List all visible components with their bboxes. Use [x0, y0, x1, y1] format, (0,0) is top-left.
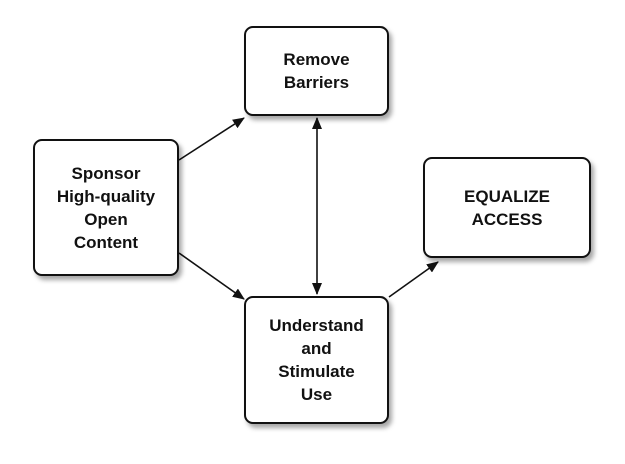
label-line: Open: [84, 209, 128, 229]
label-line: Sponsor: [71, 163, 141, 183]
label-line: ACCESS: [471, 209, 543, 229]
node-sponsor-content: Sponsor High-quality Open Content: [33, 139, 179, 276]
label-line: Barriers: [283, 73, 350, 92]
label-line: Understand: [269, 316, 364, 335]
node-understand-use-label: Understand and Stimulate Use: [269, 314, 363, 406]
node-remove-barriers: Remove Barriers: [244, 26, 389, 116]
arrow-understand-use-to-equalize-access: [388, 261, 439, 298]
label-line: and: [301, 339, 332, 358]
label-line: EQUALIZE: [464, 186, 550, 206]
label-line: Stimulate: [278, 362, 355, 381]
label-line: High-quality: [56, 186, 156, 206]
node-equalize-access-label: EQUALIZE ACCESS: [464, 185, 550, 231]
node-sponsor-content-label: Sponsor High-quality Open Content: [57, 162, 155, 254]
arrow-sponsor-to-remove-barriers: [178, 117, 245, 161]
node-equalize-access: EQUALIZE ACCESS: [423, 157, 591, 258]
node-understand-use: Understand and Stimulate Use: [244, 296, 389, 424]
node-remove-barriers-label: Remove Barriers: [283, 48, 349, 94]
label-line: Use: [300, 385, 333, 404]
label-line: Content: [73, 232, 139, 252]
arrow-sponsor-to-understand-use: [178, 252, 245, 300]
label-line: Remove: [283, 50, 350, 69]
